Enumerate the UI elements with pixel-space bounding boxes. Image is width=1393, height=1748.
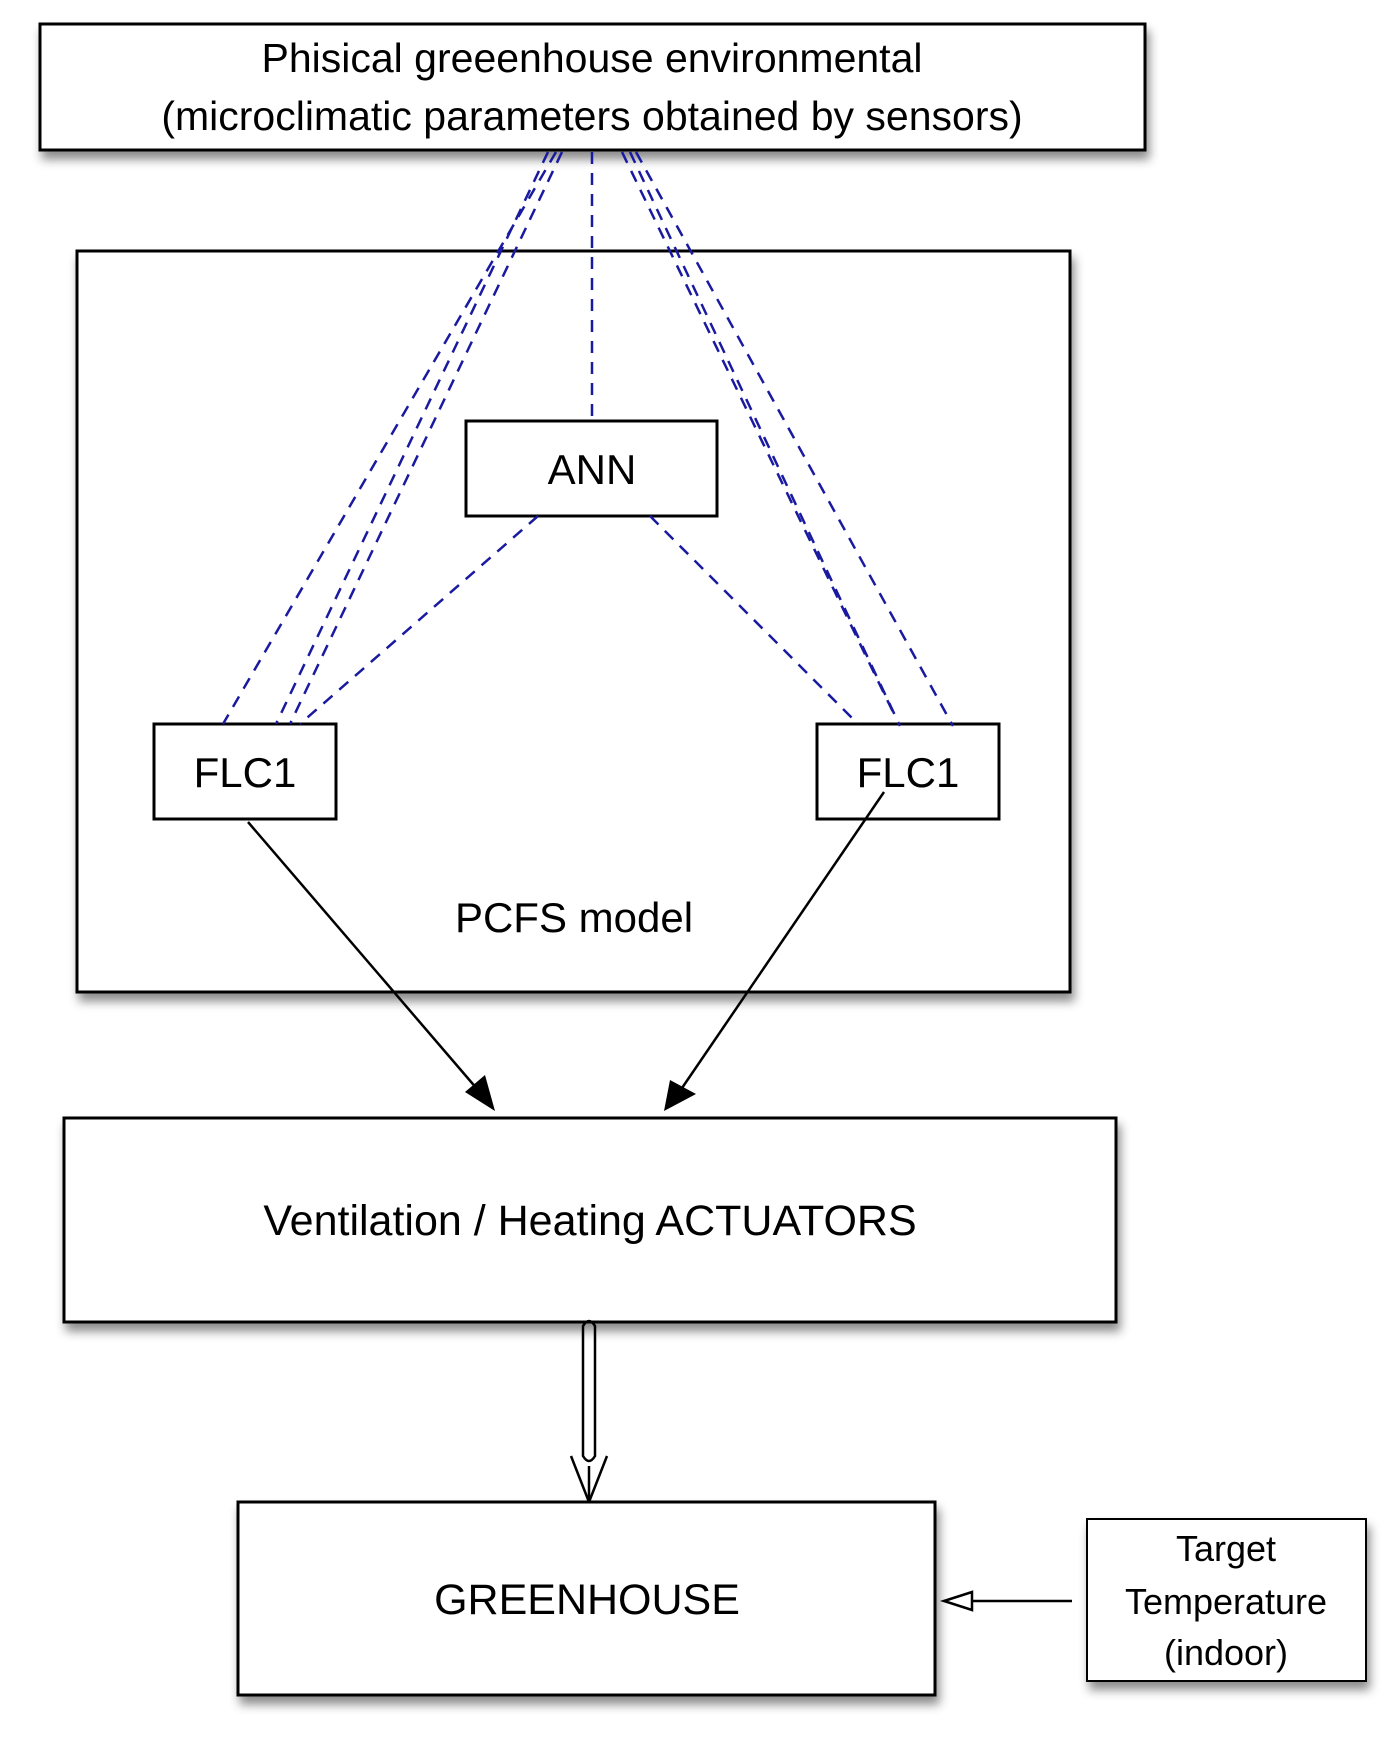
- environment-title-line2: (microclimatic parameters obtained by se…: [161, 93, 1022, 139]
- flc-left-to-actuators-arrowhead: [465, 1075, 495, 1111]
- actuators-label: Ventilation / Heating ACTUATORS: [263, 1197, 916, 1245]
- env-to-flc-left-link-2: [274, 151, 550, 725]
- ann-box: [464, 419, 719, 518]
- actuators-to-greenhouse-shaft: [581, 1319, 597, 1463]
- flc-right-box: [815, 722, 1001, 821]
- control-arrows: [247, 791, 886, 1111]
- flc-left-label: FLC1: [194, 749, 297, 796]
- environment-title-line1: Phisical greeenhouse environmental: [262, 35, 923, 81]
- actuators-to-greenhouse-head-right: [587, 1455, 609, 1503]
- sensor-links: [221, 151, 955, 727]
- ann-label: ANN: [548, 446, 637, 493]
- ann-to-flc-left-link: [299, 515, 539, 725]
- env-to-flc-left-link-3: [288, 151, 564, 725]
- target-label-line2: Temperature: [1125, 1581, 1327, 1622]
- pcfs-model-box: [75, 249, 1072, 994]
- actuators-to-greenhouse-arrow: [569, 1319, 609, 1503]
- env-to-flc-left-link-1: [221, 151, 558, 725]
- target-label-line1: Target: [1176, 1528, 1276, 1569]
- actuators-to-greenhouse-head-left: [569, 1455, 591, 1503]
- target-to-greenhouse-arrow: [939, 1590, 1072, 1612]
- flc-right-to-actuators-arrowhead: [664, 1080, 696, 1111]
- flc-right-label: FLC1: [857, 749, 960, 796]
- target-label-line3: (indoor): [1164, 1632, 1288, 1673]
- pcfs-model-label: PCFS model: [455, 894, 693, 941]
- greenhouse-label: GREENHOUSE: [434, 1576, 740, 1624]
- flc-left-to-actuators-line: [247, 821, 479, 1091]
- environment-box: [38, 22, 1147, 152]
- flc-left-box: [152, 722, 338, 821]
- env-to-flc-right-link-2: [634, 151, 955, 727]
- env-to-flc-right-link-3: [628, 151, 902, 727]
- flc-right-to-actuators-line: [680, 791, 886, 1089]
- target-temperature-box: [1086, 1518, 1367, 1682]
- greenhouse-box: [236, 1500, 937, 1697]
- target-to-greenhouse-arrowhead: [939, 1590, 974, 1612]
- actuators-box: [62, 1116, 1118, 1324]
- ann-to-flc-right-link: [649, 515, 859, 725]
